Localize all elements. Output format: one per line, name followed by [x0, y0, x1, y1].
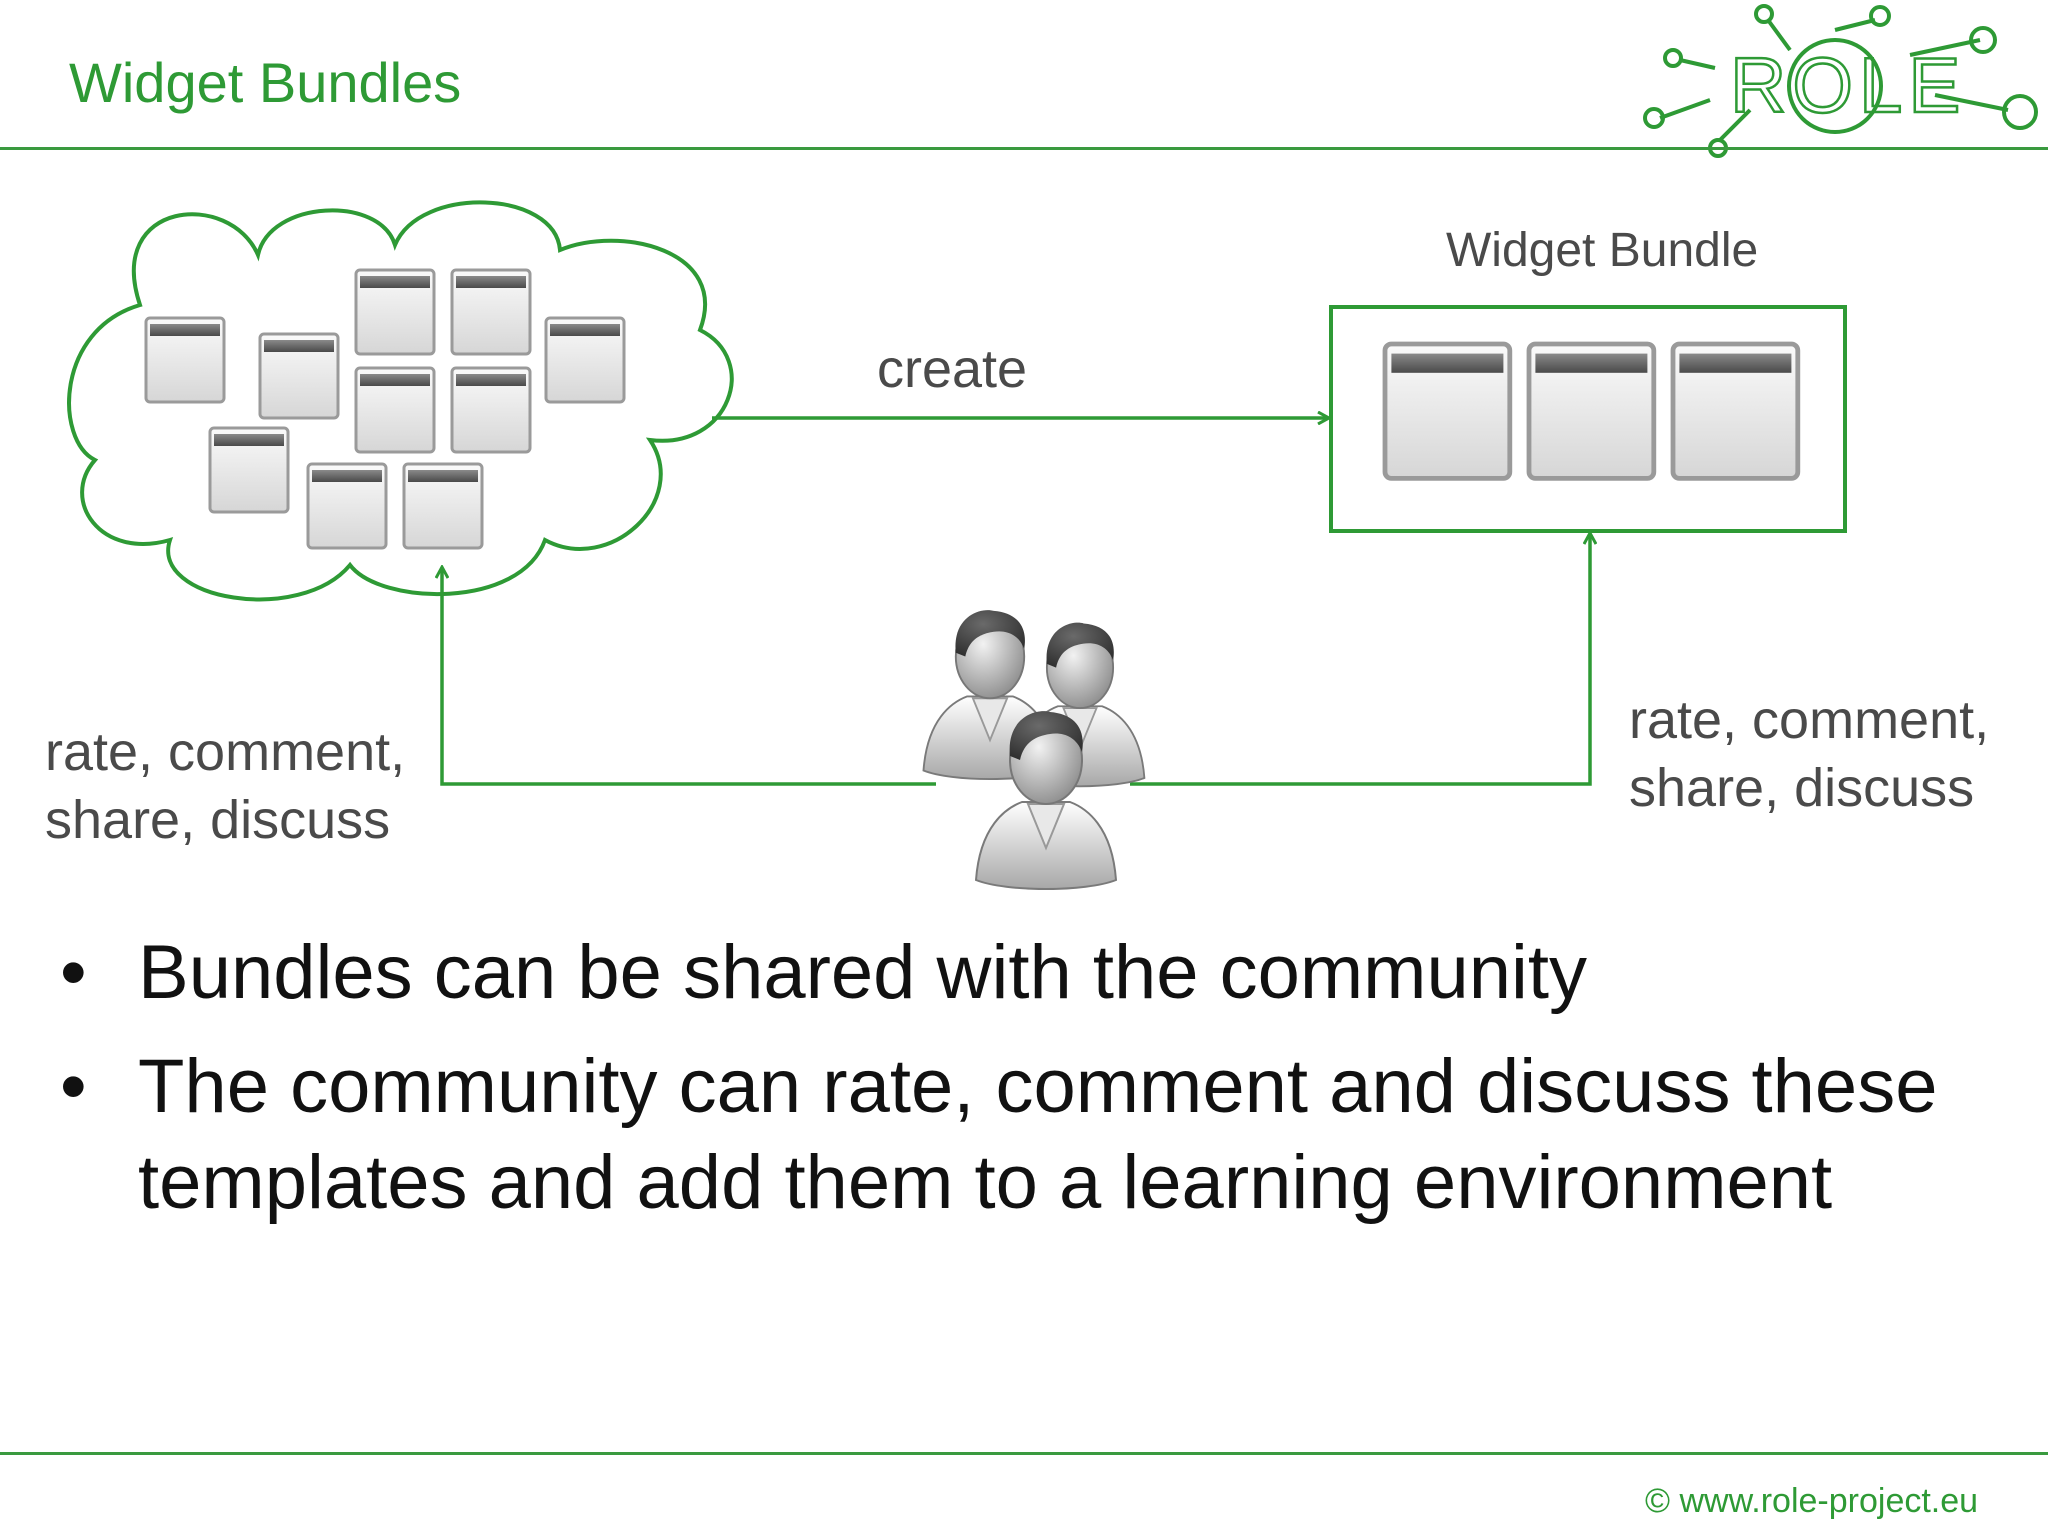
- bundle-diagram: [67, 200, 1847, 890]
- bullet-item: • Bundles can be shared with the communi…: [60, 925, 2000, 1021]
- slide-title: Widget Bundles: [69, 51, 462, 114]
- cloud-widget-icon: [402, 462, 484, 550]
- role-logo: ROLE: [1643, 4, 2038, 158]
- right-feedback-line: rate, comment,: [1629, 690, 1990, 750]
- cloud-widget-icon: [354, 366, 436, 454]
- header-rule: [0, 147, 2048, 150]
- feedback-arrow-left: [442, 568, 936, 786]
- bundle-widget-icon: [1385, 344, 1510, 478]
- logo-text: ROLE: [1730, 41, 1966, 129]
- cloud-widget-icon: [450, 268, 532, 356]
- cloud-widget-icon: [306, 462, 388, 550]
- footer-rule: [0, 1452, 2048, 1455]
- cloud-widget-icon: [354, 268, 436, 356]
- users-group-icon: [922, 609, 1146, 890]
- bullet-item: • The community can rate, comment and di…: [60, 1039, 2000, 1231]
- widget-bundle-box: [1329, 305, 1847, 533]
- right-feedback-label: rate, comment, share, discuss: [1629, 686, 1989, 822]
- cloud-widget-icon: [208, 426, 290, 514]
- bullet-marker: •: [60, 1044, 87, 1129]
- widget-cloud: [67, 200, 734, 602]
- cloud-widget-icon: [450, 366, 532, 454]
- bundle-widget-icon: [1673, 344, 1798, 478]
- cloud-widget-icon: [144, 316, 226, 404]
- bundle-widget-icon: [1529, 344, 1654, 478]
- footer-copyright: © www.role-project.eu: [1645, 1482, 1979, 1520]
- right-feedback-line: share, discuss: [1629, 758, 1975, 818]
- bullet-text: Bundles can be shared with the community: [138, 930, 1588, 1015]
- left-feedback-line: share, discuss: [45, 790, 391, 850]
- bullet-text: The community can rate, comment and disc…: [138, 1044, 1938, 1225]
- create-label: create: [877, 339, 1028, 399]
- bundle-label: Widget Bundle: [1446, 224, 1759, 277]
- bullet-list: • Bundles can be shared with the communi…: [60, 925, 2000, 1249]
- bullet-marker: •: [60, 930, 87, 1015]
- cloud-widget-icon: [258, 332, 340, 420]
- cloud-widget-icon: [544, 316, 626, 404]
- feedback-arrow-right: [1130, 534, 1590, 786]
- left-feedback-line: rate, comment,: [45, 722, 406, 782]
- left-feedback-label: rate, comment, share, discuss: [45, 718, 405, 854]
